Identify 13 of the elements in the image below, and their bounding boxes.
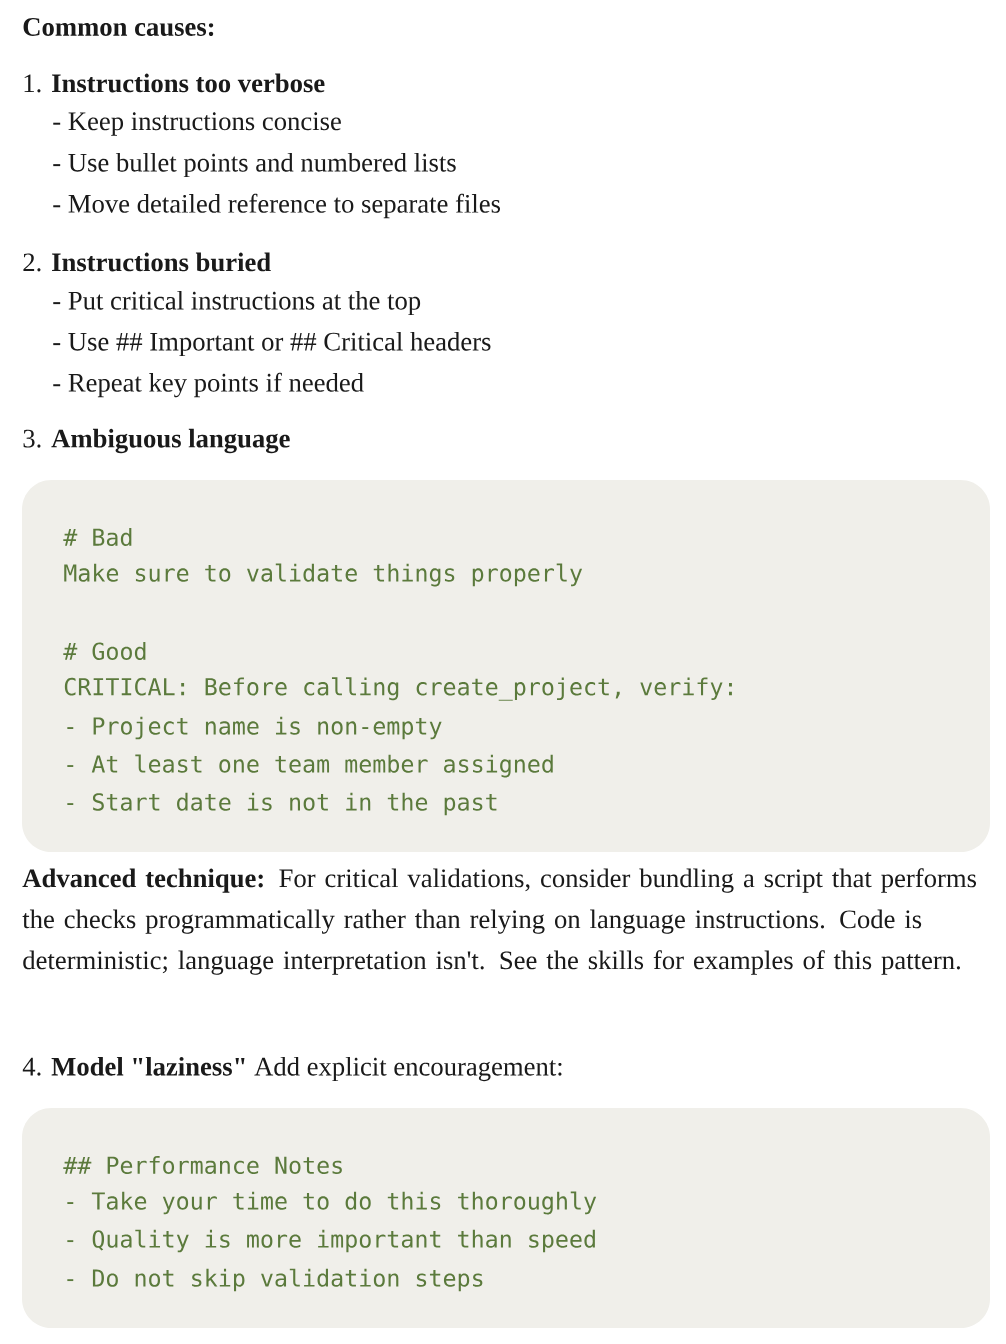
heading: Common causes: (23, 18, 214, 36)
list-item-heading: 1. Instructions too verbose (24, 73, 325, 93)
bullet-item: - Use ## Important or ## Critical headers (53, 331, 491, 357)
bullet-item: - Repeat key points if needed (53, 372, 364, 398)
bullet-item: - Use bullet points and numbered lists (53, 152, 456, 178)
list-item-heading: 4. Model "laziness" Add explicit encouragement: (22, 1056, 562, 1082)
code-block: ## Performance Notes - Take your time to do this thoroughly - Quality is more important than speed - Do not skip validation steps (22, 1108, 990, 1328)
bullet-item: - Move detailed reference to separate files (53, 193, 501, 219)
list-item-heading: 3. Ambiguous language (23, 428, 290, 454)
code-block: # Bad Make sure to validate things properly # Good CRITICAL: Before calling create_project, verify: - Project name is non-empty - At least one team member assigned - Start date is not in the past (22, 480, 990, 852)
bullet-item: - Keep instructions concise (53, 112, 341, 136)
list-item-heading: 2. Instructions buried (23, 252, 271, 272)
bullet-item: - Put critical instructions at the top (53, 290, 421, 316)
